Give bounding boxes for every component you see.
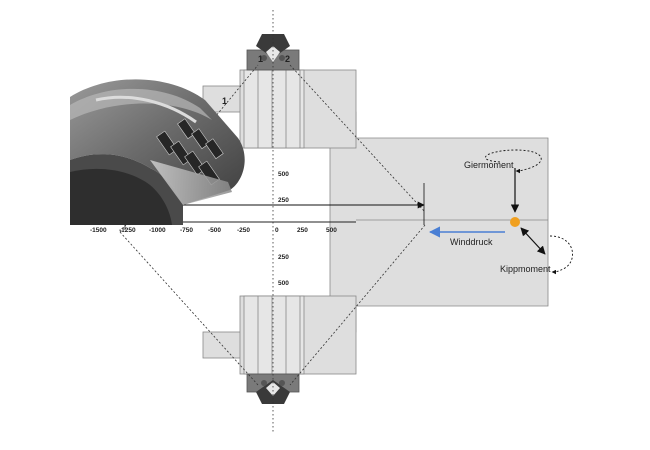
x-tick-label: -500	[208, 227, 221, 234]
yaw-moment-arrow	[485, 149, 542, 213]
y-tick-label: 500	[278, 280, 289, 287]
x-tick-label: -750	[180, 227, 193, 234]
x-tick-label: -1250	[119, 227, 136, 234]
wind-pressure-label: Winddruck	[450, 237, 493, 247]
lower-bearing-assembly	[202, 295, 357, 404]
y-tick-label: 250	[278, 197, 289, 204]
tilt-moment-label: Kippmoment	[500, 264, 551, 274]
x-tick-label: -250	[237, 227, 250, 234]
x-tick-label: 250	[297, 227, 308, 234]
x-tick-label: -1500	[90, 227, 107, 234]
y-tick-label: 250	[278, 254, 289, 261]
part-label-1: 1	[222, 96, 227, 106]
tilt-moment-arrow	[520, 227, 573, 275]
bearing-row-2-label: 2	[285, 54, 290, 64]
load-point	[510, 217, 520, 227]
x-tick-label: 500	[326, 227, 337, 234]
bearing-row-1-label: 1	[258, 54, 263, 64]
x-tick-label: 0	[275, 227, 279, 234]
upper-bearing-assembly	[202, 34, 357, 149]
x-tick-label: -1000	[149, 227, 166, 234]
yaw-moment-label: Giermoment	[464, 160, 514, 170]
y-tick-label: 500	[278, 171, 289, 178]
bearing-photo	[70, 79, 245, 225]
